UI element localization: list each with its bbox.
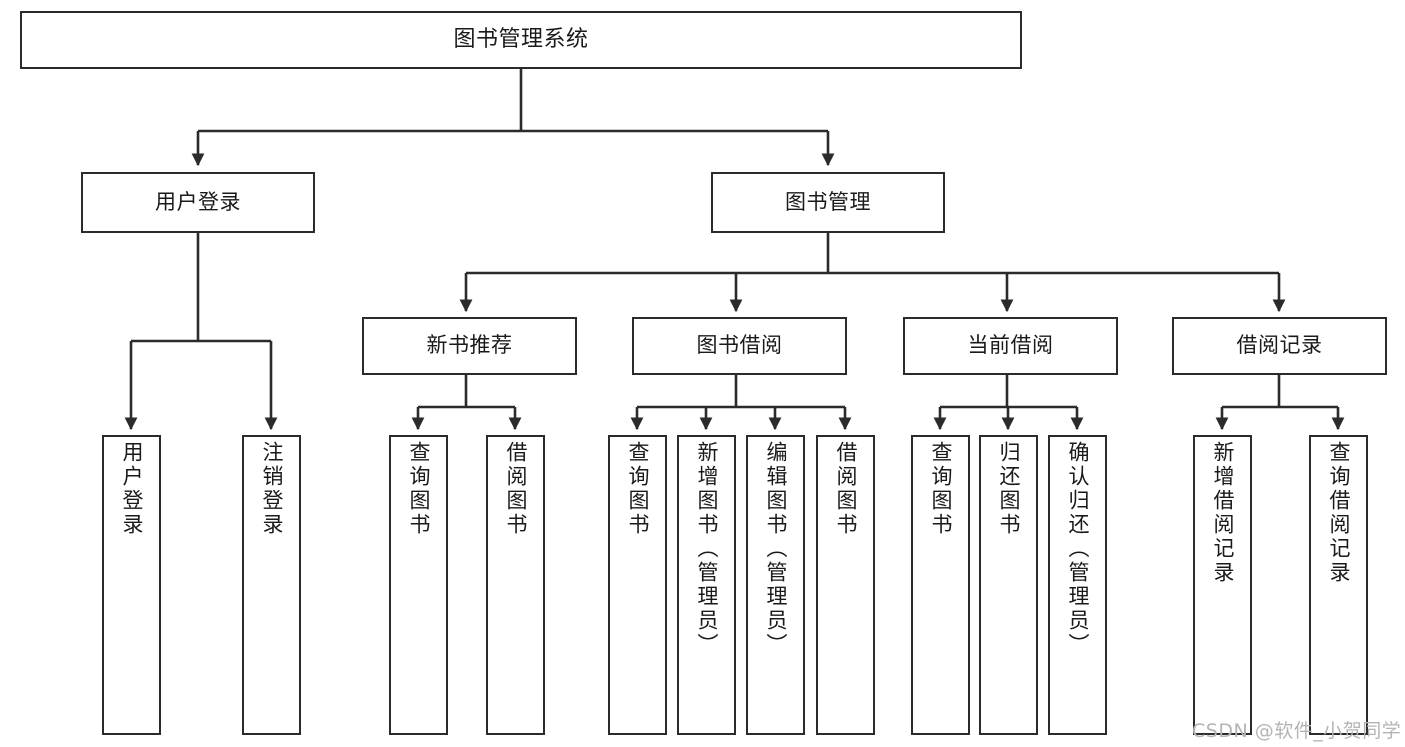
node-book-management[interactable]: 图书管理 <box>711 172 945 233</box>
node-book-borrow[interactable]: 图书借阅 <box>632 317 847 375</box>
node-label: 用户登录 <box>120 441 144 537</box>
leaf-borrow-query-book[interactable]: 查询图书 <box>608 435 667 735</box>
node-label: 借阅图书 <box>504 441 528 537</box>
node-label: 当前借阅 <box>967 333 1054 358</box>
leaf-current-query-book[interactable]: 查询图书 <box>911 435 970 735</box>
node-current-borrow[interactable]: 当前借阅 <box>903 317 1118 375</box>
node-label: 确认归还（管理员） <box>1066 441 1090 657</box>
node-label: 新增图书（管理员） <box>695 441 719 657</box>
leaf-record-query-record[interactable]: 查询借阅记录 <box>1309 435 1368 735</box>
node-new-book-recommend[interactable]: 新书推荐 <box>362 317 577 375</box>
node-label: 借阅记录 <box>1236 333 1323 358</box>
leaf-current-confirm-return-admin[interactable]: 确认归还（管理员） <box>1048 435 1107 735</box>
leaf-borrow-borrow-book[interactable]: 借阅图书 <box>816 435 875 735</box>
node-label: 查询图书 <box>929 441 953 537</box>
leaf-borrow-edit-book-admin[interactable]: 编辑图书（管理员） <box>746 435 805 735</box>
node-label: 图书借阅 <box>696 333 783 358</box>
leaf-user-login-logout[interactable]: 注销登录 <box>242 435 301 735</box>
node-label: 新增借阅记录 <box>1211 441 1235 585</box>
node-label: 查询借阅记录 <box>1327 441 1351 585</box>
leaf-user-login-login[interactable]: 用户登录 <box>102 435 161 735</box>
node-label: 注销登录 <box>260 441 284 537</box>
node-label: 归还图书 <box>997 441 1021 537</box>
node-label: 编辑图书（管理员） <box>764 441 788 657</box>
leaf-recommend-borrow-book[interactable]: 借阅图书 <box>486 435 545 735</box>
node-label: 用户登录 <box>155 189 241 214</box>
node-user-login[interactable]: 用户登录 <box>81 172 315 233</box>
node-label: 借阅图书 <box>834 441 858 537</box>
leaf-current-return-book[interactable]: 归还图书 <box>979 435 1038 735</box>
node-label: 查询图书 <box>407 441 431 537</box>
csdn-watermark: CSDN @软件_小贺同学 <box>1192 720 1402 742</box>
node-label: 图书管理 <box>785 189 871 214</box>
node-label: 图书管理系统 <box>453 26 589 52</box>
node-borrow-record[interactable]: 借阅记录 <box>1172 317 1387 375</box>
node-root-book-management-system[interactable]: 图书管理系统 <box>20 11 1022 69</box>
leaf-recommend-query-book[interactable]: 查询图书 <box>389 435 448 735</box>
node-label: 查询图书 <box>626 441 650 537</box>
node-label: 新书推荐 <box>426 333 513 358</box>
leaf-record-add-record[interactable]: 新增借阅记录 <box>1193 435 1252 735</box>
leaf-borrow-add-book-admin[interactable]: 新增图书（管理员） <box>677 435 736 735</box>
